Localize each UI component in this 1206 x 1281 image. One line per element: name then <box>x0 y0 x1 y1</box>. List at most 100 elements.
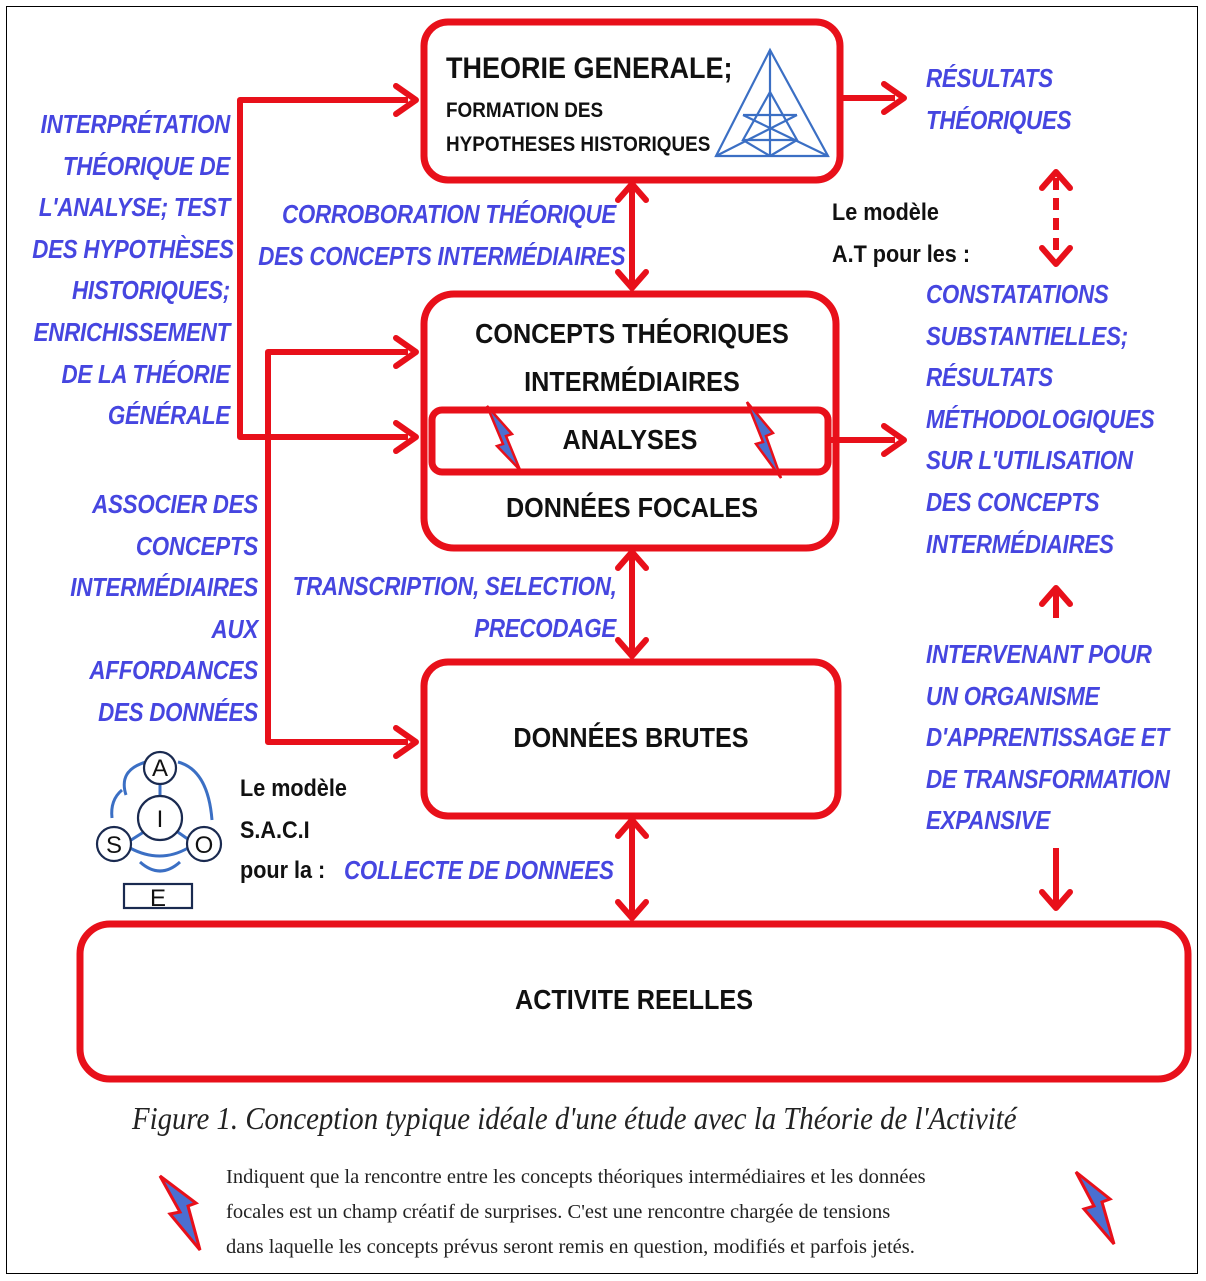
label-line: TRANSCRIPTION, SELECTION, <box>292 571 617 601</box>
saci-i-label: I <box>157 806 164 833</box>
label-line: L'ANALYSE; TEST <box>38 192 231 223</box>
arrowhead <box>615 269 649 291</box>
analyses-box <box>428 406 832 476</box>
at-model-label: Le modèle A.T pour les : <box>832 192 970 275</box>
saci-i-node <box>136 794 184 842</box>
saci-a-label: A <box>152 755 168 782</box>
arrowhead <box>881 423 907 457</box>
figure-frame <box>6 6 1198 1274</box>
label-line: UN ORGANISME <box>926 680 1100 711</box>
label-line: CONSTATATIONS <box>926 279 1109 309</box>
label-line: DES HYPOTHÈSES <box>32 233 234 264</box>
label-line: AUX <box>211 613 259 644</box>
saci-model-icon <box>95 750 223 910</box>
label-line: DES DONNÉES <box>98 696 259 727</box>
label-line: EXPANSIVE <box>926 805 1051 836</box>
label-line: CORROBORATION THÉORIQUE <box>281 199 616 229</box>
activite-box <box>76 920 1192 1083</box>
legend-text: Indiquent que la rencontre entre les con… <box>226 1160 1040 1265</box>
arrowhead <box>393 83 419 117</box>
saci-e-label: E <box>150 885 166 912</box>
legend-line: Indiquent que la rencontre entre les con… <box>226 1166 926 1188</box>
label-line: ASSOCIER DES <box>92 489 258 519</box>
transcription-label: TRANSCRIPTION, SELECTION, PRECODAGE <box>292 566 617 649</box>
tetrahedron-icon <box>714 47 830 158</box>
saci-s-label: S <box>106 832 122 859</box>
arrowhead <box>615 181 649 203</box>
label-line: THÉORIQUE DE <box>62 150 230 181</box>
label-line: PRECODAGE <box>474 612 616 643</box>
corroboration-label: CORROBORATION THÉORIQUE DES CONCEPTS INT… <box>258 194 626 277</box>
arrowhead <box>881 81 907 115</box>
concepts-title: CONCEPTS THÉORIQUES INTERMÉDIAIRES <box>450 310 814 406</box>
arrowhead <box>393 420 419 454</box>
label-line: MÉTHODOLOGIQUES <box>926 403 1155 434</box>
arrowhead <box>615 899 649 921</box>
legend-line: focales est un champ créatif de surprise… <box>226 1201 891 1223</box>
label-line: S.A.C.I <box>240 816 310 844</box>
label-line: INTERMÉDIAIRES <box>70 572 258 603</box>
arrowhead <box>1039 169 1073 191</box>
lightning-icon <box>158 1174 202 1251</box>
arrowhead <box>615 637 649 659</box>
legend-line: dans laquelle les concepts prévus seront… <box>226 1236 915 1258</box>
interpretation-label: INTERPRÉTATION THÉORIQUE DE L'ANALYSE; T… <box>32 104 234 437</box>
analyses-label: ANALYSES <box>562 424 698 455</box>
arrowhead <box>393 335 419 369</box>
label-line: THÉORIQUES <box>926 104 1072 135</box>
donnees-brutes-label: DONNÉES BRUTES <box>513 722 749 753</box>
lightning-icon <box>1074 1170 1116 1245</box>
subtitle-line: FORMATION DES <box>446 99 604 122</box>
donnees-focales-label: DONNÉES FOCALES <box>505 492 759 523</box>
donnees-brutes-box <box>420 658 842 820</box>
saci-s-node <box>95 825 133 863</box>
lightning-icon <box>485 405 522 471</box>
label-line: CONCEPTS <box>135 530 258 561</box>
label-line: SUBSTANTIELLES; <box>926 320 1128 351</box>
intervenant-label: INTERVENANT POUR UN ORGANISME D'APPRENTI… <box>926 634 1170 842</box>
resultats-label: RÉSULTATS THÉORIQUES <box>926 58 1072 141</box>
connector-associer <box>265 349 408 745</box>
arrowhead <box>393 725 419 759</box>
figure-caption: Figure 1. Conception typique idéale d'un… <box>132 1100 1017 1136</box>
connector-interpretation <box>237 97 408 440</box>
concepts-line: INTERMÉDIAIRES <box>524 366 740 397</box>
label-line: INTERVENANT POUR <box>926 639 1152 669</box>
arrowhead <box>1039 585 1073 607</box>
label-line: AFFORDANCES <box>89 655 258 686</box>
label-line: DES CONCEPTS <box>926 486 1100 517</box>
label-line: A.T pour les : <box>832 240 971 268</box>
label-line: DE LA THÉORIE <box>61 358 231 389</box>
label-line: D'APPRENTISSAGE ET <box>926 722 1169 753</box>
saci-e-node <box>122 882 194 910</box>
constatations-label: CONSTATATIONS SUBSTANTIELLES; RÉSULTATS … <box>926 274 1155 565</box>
label-line: SUR L'UTILISATION <box>926 445 1133 476</box>
saci-o-label: O <box>195 832 214 859</box>
arrowhead <box>1039 245 1073 267</box>
saci-model-label: Le modèle S.A.C.I <box>240 768 347 851</box>
label-line: DES CONCEPTS INTERMÉDIAIRES <box>258 240 626 271</box>
label-line: HISTORIQUES; <box>71 275 230 306</box>
associer-label: ASSOCIER DES CONCEPTS INTERMÉDIAIRES AUX… <box>36 484 258 734</box>
saci-o-node <box>185 825 223 863</box>
collecte-label: COLLECTE DE DONNEES <box>344 855 614 885</box>
saci-a-node <box>142 750 178 786</box>
label-line: INTERPRÉTATION <box>40 109 231 139</box>
label-line: ENRICHISSEMENT <box>33 316 231 347</box>
saci-pour-label: pour la : <box>240 857 326 884</box>
label-line: DE TRANSFORMATION <box>926 763 1170 794</box>
label-line: GÉNÉRALE <box>107 400 230 431</box>
label-line: Le modèle <box>832 199 939 226</box>
arrowhead <box>1039 889 1073 911</box>
label-line: Le modèle <box>240 775 347 802</box>
theorie-generale-subtitle: FORMATION DES HYPOTHESES HISTORIQUES <box>446 94 710 162</box>
label-line: INTERMÉDIAIRES <box>926 528 1114 559</box>
subtitle-line: HYPOTHESES HISTORIQUES <box>446 133 711 156</box>
activite-label: ACTIVITE REELLES <box>514 984 754 1015</box>
arrowhead <box>615 549 649 571</box>
theorie-generale-title: THEORIE GENERALE; <box>446 52 733 85</box>
label-line: RÉSULTATS <box>926 63 1053 93</box>
concepts-line: CONCEPTS THÉORIQUES <box>475 318 789 349</box>
label-line: RÉSULTATS <box>926 362 1053 393</box>
